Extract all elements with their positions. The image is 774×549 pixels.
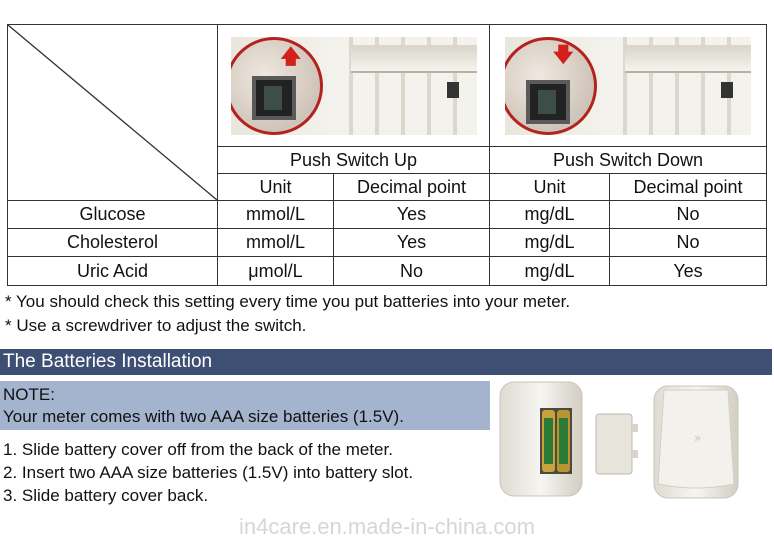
up-decimal-cell: Yes [333,228,490,257]
svg-text:»: » [694,431,701,445]
arrow-down-icon: 🡇 [553,43,574,66]
diagonal-header-cell [7,24,218,201]
down-decimal-cell: No [609,200,767,229]
section-title: The Batteries Installation [3,351,213,372]
diagonal-line [8,25,217,200]
push-switch-down-header: Push Switch Down [489,146,767,174]
table-row: Uric Acid μmol/L No mg/dL Yes [7,256,767,286]
switch-down-photo: 🡇 [505,36,751,135]
decimal-point-header: Decimal point [333,173,490,201]
switch-up-photo-cell: 🡅 [217,24,490,147]
switch-down-photo-cell: 🡇 [489,24,767,147]
decimal-point-header: Decimal point [609,173,767,201]
watermark: in4care.en.made-in-china.com [239,514,535,539]
note-box: NOTE: Your meter comes with two AAA size… [0,381,490,430]
settings-note: * You should check this setting every ti… [5,292,571,311]
note-label: NOTE: [3,385,55,404]
push-switch-up-header: Push Switch Up [217,146,490,174]
table-row: Glucose mmol/L Yes mg/dL No [7,200,767,229]
switch-settings-table: 🡅 🡇 Push Switch Up Push Switch Down Unit… [7,24,767,286]
up-unit-cell: μmol/L [217,256,334,286]
table-row: Cholesterol mmol/L Yes mg/dL No [7,228,767,257]
section-header-bar: The Batteries Installation [0,349,772,375]
switch-up-photo: 🡅 [230,36,477,135]
row-label: Uric Acid [7,256,218,286]
up-decimal-cell: No [333,256,490,286]
meter-battery-illustration: » [499,381,739,499]
note-text: Your meter comes with two AAA size batte… [3,407,404,426]
up-decimal-cell: Yes [333,200,490,229]
list-item: 2. Insert two AAA size batteries (1.5V) … [3,463,414,482]
unit-header: Unit [489,173,610,201]
installation-steps: 1. Slide battery cover off from the back… [3,438,413,507]
down-decimal-cell: No [609,228,767,257]
list-item: 1. Slide battery cover off from the back… [3,440,393,459]
arrow-up-icon: 🡅 [280,45,302,68]
battery-cover [595,413,633,475]
down-decimal-cell: Yes [609,256,767,286]
list-item: 3. Slide battery cover back. [3,486,209,505]
unit-header: Unit [217,173,334,201]
row-label: Glucose [7,200,218,229]
screwdriver-note: * Use a screwdriver to adjust the switch… [5,316,307,335]
up-unit-cell: mmol/L [217,228,334,257]
down-unit-cell: mg/dL [489,256,610,286]
down-unit-cell: mg/dL [489,228,610,257]
down-unit-cell: mg/dL [489,200,610,229]
up-unit-cell: mmol/L [217,200,334,229]
row-label: Cholesterol [7,228,218,257]
